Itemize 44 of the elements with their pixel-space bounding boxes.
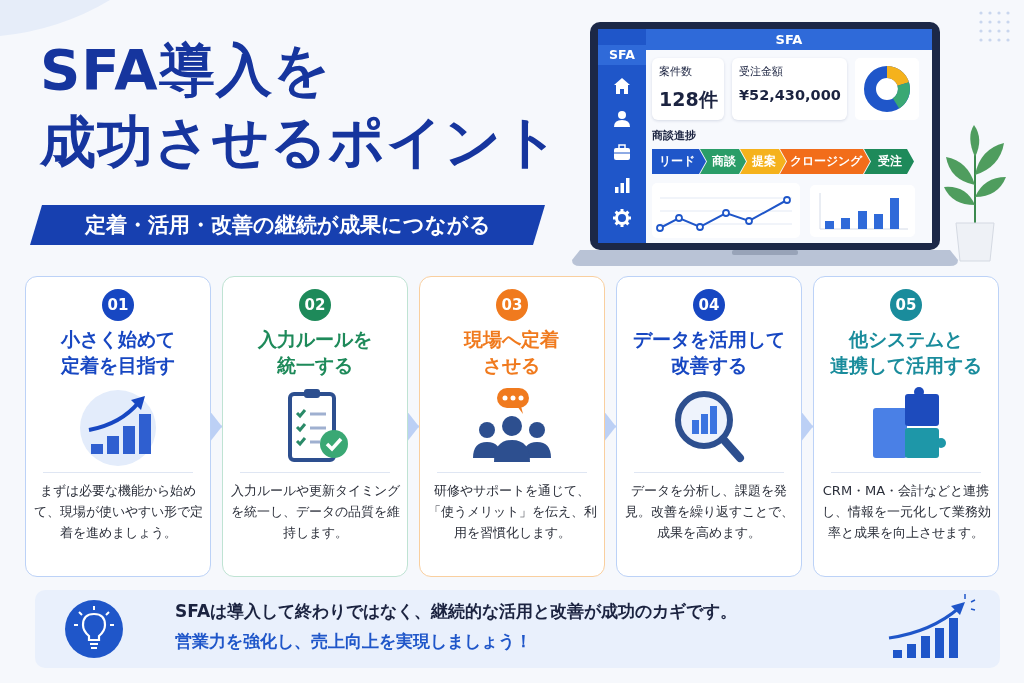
card-heading: データを活用して改善する (632, 327, 786, 378)
chevron-arrow (801, 412, 814, 441)
message-banner (35, 590, 1000, 668)
metric-value: ¥52,430,000 (739, 87, 841, 103)
card-heading: 入力ルールを統一する (256, 327, 373, 378)
metric-card (652, 58, 724, 120)
step-card (813, 276, 999, 577)
step-card (222, 276, 408, 577)
metric-value: 128件 (659, 87, 718, 112)
metric-label: 受注金額 (739, 64, 783, 79)
card-heading: 他システムと連携して活用する (829, 327, 983, 378)
chevron-arrow (604, 412, 617, 441)
sidebar-title: SFA (598, 45, 646, 65)
pipeline-stage: 商談 (700, 149, 746, 174)
number-badge: 03 (496, 289, 528, 321)
title: SFA導入を成功させるポイント (40, 36, 561, 176)
chevron-arrow (407, 412, 420, 441)
pipeline-stage: クロージング (780, 149, 870, 174)
laptop-screen (590, 22, 940, 250)
step-card (616, 276, 802, 577)
card-description: CRM・MA・会計などと連携し、情報を一元化して業務効率と成果を向上させます。 (821, 482, 991, 542)
number-badge: 05 (890, 289, 922, 321)
card-description: データを分析し、課題を発見。改善を繰り返すことで、成果を高めます。 (624, 482, 794, 542)
banner-text: 営業力を強化し、売上向上を実現しましょう！ (175, 630, 532, 653)
pipeline-stage: 提案 (740, 149, 786, 174)
pipeline-stage: リード (652, 149, 706, 174)
card-heading: 小さく始めて定着を目指す (60, 327, 176, 378)
header-bar: SFA (646, 29, 932, 50)
metric-label: 案件数 (659, 64, 692, 79)
chevron-arrow (210, 412, 223, 441)
subtitle-banner: 定着・活用・改善の継続が成果につながる (30, 205, 545, 245)
section-label: 商談進捗 (652, 128, 696, 143)
card-description: 入力ルールや更新タイミングを統一し、データの品質を維持します。 (230, 482, 400, 542)
banner-text: SFAは導入して終わりではなく、継続的な活用と改善が成功のカギです。 (175, 600, 738, 623)
metric-card (732, 58, 847, 120)
sidebar (598, 29, 646, 243)
step-card (25, 276, 211, 577)
number-badge: 02 (299, 289, 331, 321)
card-description: まずは必要な機能から始めて、現場が使いやすい形で定着を進めましょう。 (33, 482, 203, 542)
card-heading: 現場へ定着させる (462, 327, 561, 378)
number-badge: 01 (102, 289, 134, 321)
card-description: 研修やサポートを通じて、「使うメリット」を伝え、利用を習慣化します。 (427, 482, 597, 542)
number-badge: 04 (693, 289, 725, 321)
step-card (419, 276, 605, 577)
